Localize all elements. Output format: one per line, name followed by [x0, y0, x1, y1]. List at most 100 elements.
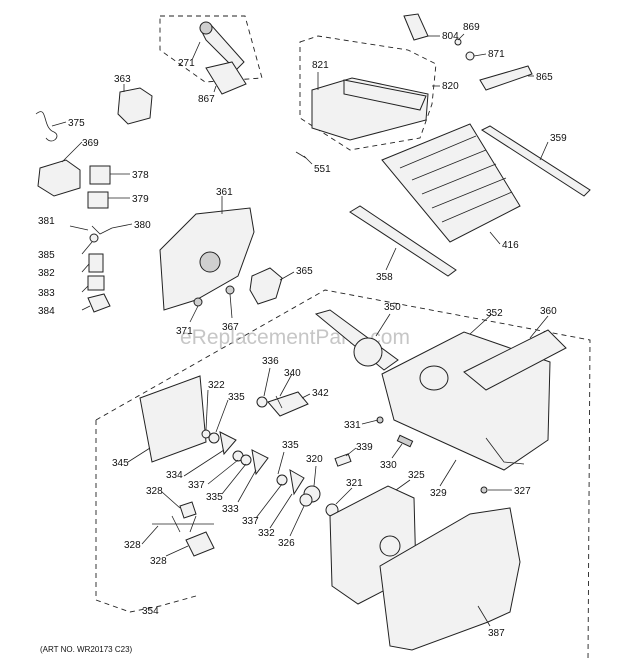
part-869 — [454, 38, 462, 46]
callout-867: 867 — [198, 94, 215, 105]
callout-330: 330 — [380, 460, 397, 471]
part-865 — [479, 65, 533, 91]
part-shapes — [35, 13, 591, 651]
part-369 — [37, 159, 81, 197]
part-365 — [249, 267, 283, 305]
callout-382: 382 — [38, 268, 55, 279]
part-871 — [465, 51, 475, 61]
leader-271 — [191, 41, 201, 61]
leader-867 — [213, 85, 217, 93]
callout-371: 371 — [176, 326, 193, 337]
leader-871 — [473, 53, 487, 57]
callout-365: 365 — [296, 266, 313, 277]
art-number: (ART NO. WR20173 C23) — [40, 645, 133, 654]
leader-382 — [81, 263, 90, 273]
leader-367 — [229, 293, 233, 319]
part-380 — [91, 225, 113, 235]
leader-321 — [335, 487, 353, 505]
leader-331 — [361, 419, 379, 425]
part-329 — [485, 437, 525, 465]
callout-335c: 335 — [282, 440, 299, 451]
part-378 — [89, 165, 111, 185]
leader-345 — [127, 447, 151, 463]
part-328 — [179, 501, 197, 519]
part-383 — [87, 275, 105, 291]
part-332 — [289, 469, 305, 496]
part-339 — [334, 453, 352, 467]
leader-336 — [263, 367, 271, 397]
part-342 — [267, 391, 309, 417]
leader-869 — [457, 33, 465, 41]
callout-381: 381 — [38, 216, 55, 227]
part-359 — [480, 125, 591, 197]
leader-339 — [345, 447, 357, 457]
leader-337b — [255, 483, 283, 519]
leader-342 — [301, 393, 311, 399]
part-382 — [88, 253, 104, 273]
part-340 — [275, 395, 283, 409]
callout-369: 369 — [82, 138, 99, 149]
part-325-gear — [379, 535, 401, 557]
callout-352: 352 — [486, 308, 503, 319]
callout-869: 869 — [463, 22, 480, 33]
callout-335: 335 — [228, 392, 245, 403]
leader-340 — [279, 373, 293, 397]
callout-354: 354 — [142, 606, 159, 617]
leader-322 — [205, 389, 209, 431]
leader-325 — [395, 479, 411, 491]
callout-804: 804 — [442, 31, 459, 42]
leader-328c — [165, 545, 189, 557]
part-361-hub — [199, 251, 221, 273]
leader-350 — [375, 313, 391, 337]
callout-325: 325 — [408, 470, 425, 481]
callout-865: 865 — [536, 72, 553, 83]
callout-labels: 271 804 869 871 865 821 820 363 867 375 … — [38, 22, 567, 639]
callout-322: 322 — [208, 380, 225, 391]
callout-345: 345 — [112, 458, 129, 469]
part-385 — [89, 233, 99, 243]
part-387 — [379, 507, 521, 651]
callout-375: 375 — [68, 118, 85, 129]
callout-328b: 328 — [124, 540, 141, 551]
part-867 — [205, 61, 247, 95]
leader-380 — [111, 223, 133, 229]
callout-821: 821 — [312, 60, 329, 71]
callout-384: 384 — [38, 306, 55, 317]
callout-334: 334 — [166, 470, 183, 481]
leader-385 — [81, 241, 93, 255]
callout-271: 271 — [178, 58, 195, 69]
leader-330 — [391, 443, 403, 459]
callout-387: 387 — [488, 628, 505, 639]
part-381 — [69, 225, 89, 231]
part-350-blade — [353, 337, 383, 367]
callout-361: 361 — [216, 187, 233, 198]
part-335 — [208, 432, 220, 444]
part-416-grid — [399, 135, 513, 223]
leader-329 — [439, 459, 457, 487]
part-328b — [152, 515, 214, 533]
callout-383: 383 — [38, 288, 55, 299]
leader-359 — [539, 141, 549, 161]
callout-358: 358 — [376, 272, 393, 283]
leader-328 — [161, 491, 181, 509]
callout-327: 327 — [514, 486, 531, 497]
part-363 — [117, 87, 153, 125]
callout-329: 329 — [430, 488, 447, 499]
part-358 — [349, 205, 457, 277]
part-804 — [403, 13, 429, 41]
callout-871: 871 — [488, 49, 505, 60]
leader-358 — [385, 247, 397, 271]
callout-367: 367 — [222, 322, 239, 333]
callout-340: 340 — [284, 368, 301, 379]
callout-331: 331 — [344, 420, 361, 431]
callout-337b: 337 — [242, 516, 259, 527]
part-551 — [295, 151, 307, 159]
leader-335c — [277, 451, 285, 475]
callout-379: 379 — [132, 194, 149, 205]
part-821-tray — [343, 79, 427, 111]
part-360 — [463, 329, 567, 391]
leader-335b — [221, 463, 247, 495]
part-336 — [256, 396, 268, 408]
part-345 — [139, 375, 207, 463]
